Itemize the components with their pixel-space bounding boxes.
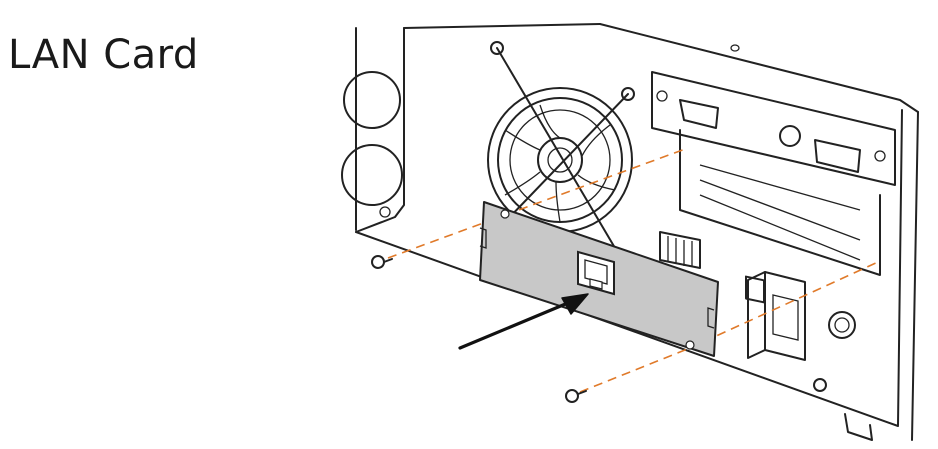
serial-port-icon: [679, 99, 719, 129]
board-header-connector: [659, 231, 701, 269]
top-hole: [730, 44, 740, 52]
chassis-screw: [813, 378, 827, 392]
panel-screw: [874, 150, 886, 162]
round-connector-icon: [779, 125, 801, 147]
power-inlet: [747, 271, 856, 392]
chassis-right-edge: [911, 111, 919, 441]
guide-line: [579, 347, 691, 393]
ground-post: [828, 311, 856, 339]
card-screw-hole: [685, 340, 695, 350]
chassis-foot: [844, 413, 873, 441]
front-knob: [343, 71, 401, 129]
cooling-fan-icon: [487, 41, 635, 271]
screw-icon: [371, 255, 393, 269]
chassis-top-edge: [403, 23, 601, 29]
panel-screw: [656, 90, 668, 102]
dsub-port-icon: [814, 139, 861, 173]
guide-line: [689, 261, 879, 349]
slot-rails: [699, 164, 861, 261]
insertion-arrow: [458, 293, 589, 350]
lan-card-plate: [479, 201, 719, 357]
instrument-chassis: [341, 23, 919, 441]
bezel-screw: [379, 206, 391, 218]
alignment-guides: [387, 147, 879, 393]
screw-icon: [565, 389, 587, 403]
front-bezel: [355, 27, 405, 233]
card-screw-hole: [500, 209, 510, 219]
chassis-bottom-edge: [355, 231, 899, 427]
rj45-port-icon: [577, 250, 615, 296]
rear-interface-panel: [651, 71, 896, 304]
front-knob-lower: [341, 144, 403, 206]
chassis-top-right: [599, 23, 919, 113]
guide-line: [504, 147, 689, 216]
chassis-right-inner: [897, 109, 903, 426]
page-title: LAN Card: [8, 32, 199, 78]
card-slot-opening: [679, 129, 881, 276]
guide-line: [387, 214, 506, 259]
